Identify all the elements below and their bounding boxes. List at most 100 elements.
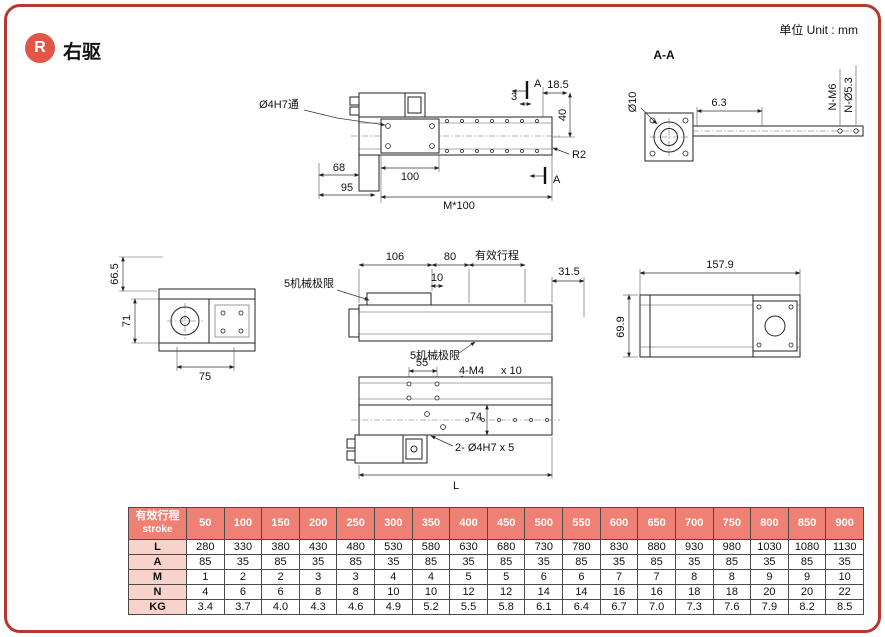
callout-n-d5-3: N-Ø5.3: [843, 77, 855, 112]
stroke-column-header: 600: [599, 507, 639, 540]
spec-cell: 18: [712, 584, 752, 600]
limit-label-top: 5机械极限: [284, 276, 334, 290]
spec-cell: 480: [336, 539, 376, 555]
spec-cell: 1080: [787, 539, 827, 555]
spec-cell: 35: [599, 554, 639, 570]
datasheet-page: R 右驱 单位 Unit : mm .ln{stroke:#222;stroke…: [4, 4, 881, 633]
stroke-header-cn: 有效行程: [135, 510, 180, 523]
stroke-column-header: 400: [449, 507, 488, 540]
page-title: 右驱: [63, 42, 102, 63]
spec-cell: 7.3: [674, 599, 714, 615]
spec-cell: 3: [298, 569, 338, 585]
section-a-top-label: A: [534, 78, 542, 90]
stroke-column-header: 200: [298, 507, 338, 540]
spec-cell: 3.4: [186, 599, 225, 615]
callout-n-m6: N-M6: [827, 84, 839, 111]
spec-cell: 85: [712, 554, 752, 570]
spec-cell: 35: [449, 554, 488, 570]
spec-cell: 35: [374, 554, 413, 570]
spec-cell: 35: [750, 554, 789, 570]
spec-cell: 2: [261, 569, 300, 585]
spec-cell: 5: [486, 569, 526, 585]
spec-cell: 85: [637, 554, 676, 570]
spec-cell: 680: [486, 539, 526, 555]
spec-cell: 4.6: [336, 599, 376, 615]
spec-cell: 1130: [825, 539, 864, 555]
spec-cell: 1: [186, 569, 225, 585]
spec-cell: 1030: [750, 539, 789, 555]
spec-cell: 7.0: [637, 599, 676, 615]
stroke-column-header: 450: [486, 507, 526, 540]
spec-cell: 830: [599, 539, 639, 555]
stroke-column-header: 900: [825, 507, 864, 540]
spec-cell: 8: [298, 584, 338, 600]
spec-cell: 8.5: [825, 599, 864, 615]
spec-cell: 35: [298, 554, 338, 570]
spec-cell: 85: [411, 554, 451, 570]
motor-side-view-drawing: 157.9 69.9: [615, 259, 801, 358]
dim-d10: Ø10: [627, 92, 639, 113]
spec-cell: 85: [787, 554, 827, 570]
spec-cell: 35: [674, 554, 714, 570]
spec-row-label: N: [128, 584, 187, 600]
spec-cell: 380: [261, 539, 300, 555]
spec-cell: 7.6: [712, 599, 752, 615]
spec-cell: 530: [374, 539, 413, 555]
spec-cell: 10: [825, 569, 864, 585]
spec-cell: 6: [261, 584, 300, 600]
side-view-drawing: 106 80 有效行程 10 31.5 5机械极限 5机械极限: [284, 248, 585, 362]
spec-cell: 22: [825, 584, 864, 600]
dim-80: 80: [444, 251, 456, 263]
spec-cell: 85: [336, 554, 376, 570]
spec-cell: 3.7: [223, 599, 263, 615]
dim-157-9: 157.9: [706, 259, 734, 271]
spec-cell: 85: [261, 554, 300, 570]
dim-95: 95: [341, 182, 353, 194]
dim-3: 3: [511, 91, 517, 103]
dim-68: 68: [333, 162, 345, 174]
spec-cell: 330: [223, 539, 263, 555]
spec-cell: 4: [374, 569, 413, 585]
spec-cell: 20: [750, 584, 789, 600]
spec-cell: 8.2: [787, 599, 827, 615]
dim-m100: M*100: [443, 200, 475, 212]
limit-label-bottom: 5机械极限: [410, 348, 460, 362]
spec-cell: 6: [562, 569, 601, 585]
dim-106: 106: [386, 251, 404, 263]
spec-cell: 580: [411, 539, 451, 555]
spec-cell: 10: [374, 584, 413, 600]
spec-cell: 12: [449, 584, 488, 600]
spec-cell: 85: [186, 554, 225, 570]
spec-cell: 430: [298, 539, 338, 555]
spec-row-label: KG: [128, 599, 187, 615]
dim-75: 75: [199, 371, 211, 383]
spec-row-label: L: [128, 539, 187, 555]
plan-carriage: [380, 118, 440, 154]
spec-cell: 930: [674, 539, 714, 555]
stroke-label: 有效行程: [475, 248, 519, 262]
dim-r2: R2: [572, 149, 586, 161]
spec-row-label: M: [128, 569, 187, 585]
spec-cell: 35: [223, 554, 263, 570]
spec-cell: 4.9: [374, 599, 413, 615]
dim-l: L: [453, 480, 459, 492]
end-view-drawing: 66.5 71 75: [109, 256, 256, 383]
section-aa-title: A-A: [653, 48, 675, 62]
technical-drawings: .ln{stroke:#222;stroke-width:1;fill:none…: [109, 48, 864, 492]
spec-cell: 630: [449, 539, 488, 555]
spec-cell: 8: [336, 584, 376, 600]
side-carriage: [366, 292, 432, 306]
stroke-column-header: 250: [336, 507, 376, 540]
spec-cell: 4.3: [298, 599, 338, 615]
spec-cell: 14: [524, 584, 564, 600]
dim-55: 55: [416, 357, 428, 369]
stroke-column-header: 50: [186, 507, 225, 540]
stroke-column-header: 100: [223, 507, 263, 540]
spec-cell: 12: [486, 584, 526, 600]
spec-cell: 280: [186, 539, 225, 555]
stroke-column-header: 800: [750, 507, 789, 540]
stroke-column-header: 350: [411, 507, 451, 540]
